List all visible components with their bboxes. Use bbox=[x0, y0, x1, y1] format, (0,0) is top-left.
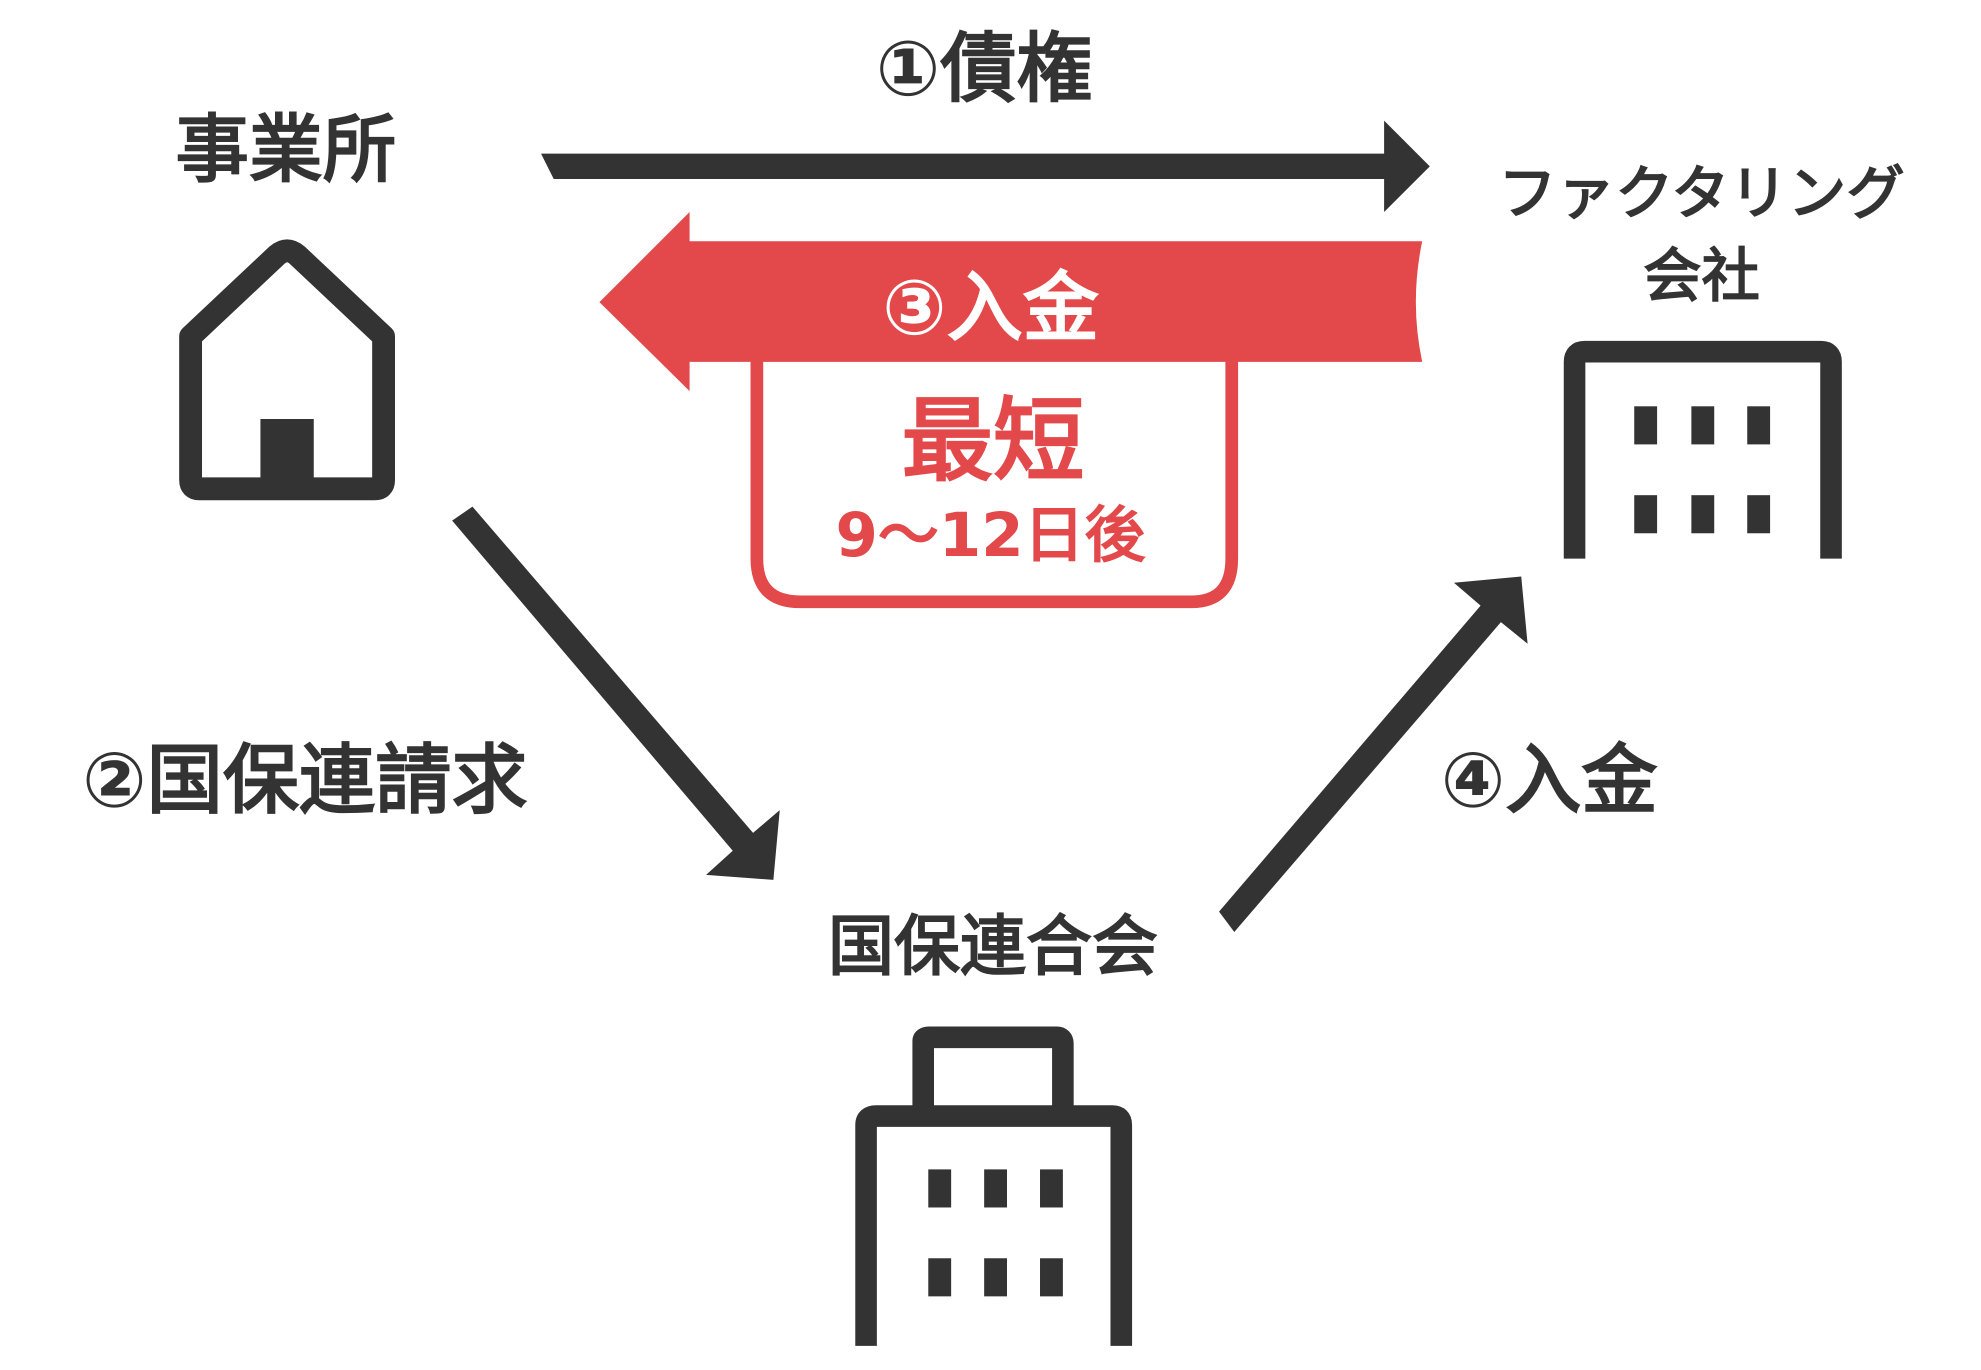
kokuhoren-label: 国保連合会 bbox=[828, 908, 1158, 985]
business-label: 事業所 bbox=[175, 108, 396, 193]
step3-label: ③入金 bbox=[882, 263, 1100, 352]
callout-subtitle: 9〜12日後 bbox=[835, 500, 1146, 571]
arrow-step2 bbox=[452, 506, 780, 880]
step4-label: ④入金 bbox=[1441, 735, 1659, 824]
factoring-label-line2: 会社 bbox=[1643, 242, 1760, 310]
factoring-label-line1: ファクタリング bbox=[1498, 159, 1904, 227]
factoring-building-icon bbox=[1563, 340, 1842, 559]
callout-box bbox=[750, 355, 1239, 609]
step1-label: ①債権 bbox=[876, 24, 1093, 113]
step2-label: ②国保連請求 bbox=[82, 735, 527, 824]
callout-title: 最短 bbox=[902, 387, 1085, 494]
house-icon bbox=[179, 239, 396, 501]
arrow-step1 bbox=[541, 120, 1430, 213]
arrow-step4 bbox=[1219, 576, 1528, 932]
kokuhoren-building-icon bbox=[855, 1026, 1133, 1346]
arrow-step3 bbox=[599, 212, 1423, 392]
